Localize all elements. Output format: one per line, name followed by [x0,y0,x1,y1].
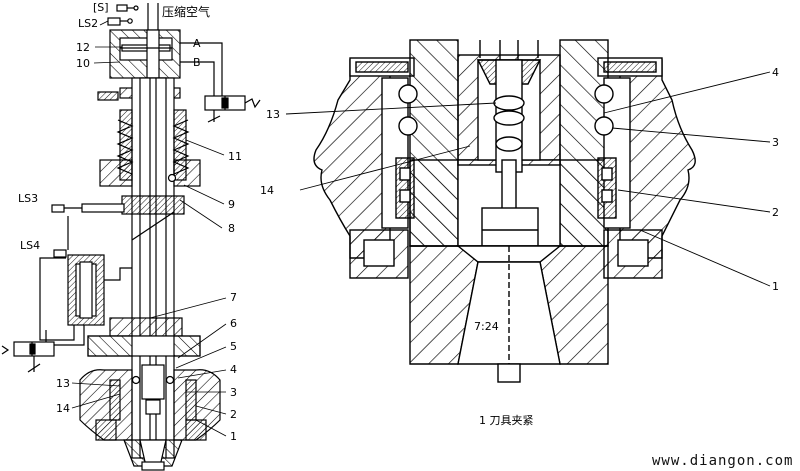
s-switch-label: [S] [93,1,109,14]
ls2-label: LS2 [78,17,98,30]
left-callout-7: 7 [230,291,237,304]
left-callout-12: 12 [76,41,90,54]
left-callout-4: 4 [230,363,237,376]
left-callout-13: 13 [56,377,70,390]
left-callout-1: 1 [230,430,237,443]
left-callout-9: 9 [228,198,235,211]
taper-ratio-label: 7:24 [474,320,499,333]
ls4-label: LS4 [20,239,40,252]
left-callout-6: 6 [230,317,237,330]
left-spindle-assembly [1,3,261,471]
left-leader-lines [71,20,227,437]
left-callout-10: 10 [76,57,90,70]
right-callout-14: 14 [260,184,274,197]
compressed-air-label: 压缩空气 [162,4,210,19]
left-callout-3: 3 [230,386,237,399]
left-callout-2: 2 [230,408,237,421]
left-callout-5: 5 [230,340,237,353]
watermark: www.diangon.com [652,453,793,469]
port-b-label: B [193,56,201,69]
left-callout-8: 8 [228,222,235,235]
ls3-label: LS3 [18,192,38,205]
left-callout-11: 11 [228,150,242,163]
right-clamp-detail [313,39,696,383]
right-callout-3: 3 [772,136,779,149]
right-leader-lines [285,71,771,287]
left-callout-14: 14 [56,402,70,415]
figure-caption: 1 刀具夹紧 [479,414,534,427]
right-callout-4: 4 [772,66,779,79]
right-callout-2: 2 [772,206,779,219]
right-callout-1: 1 [772,280,779,293]
port-a-label: A [193,37,201,50]
right-callout-13: 13 [266,108,280,121]
